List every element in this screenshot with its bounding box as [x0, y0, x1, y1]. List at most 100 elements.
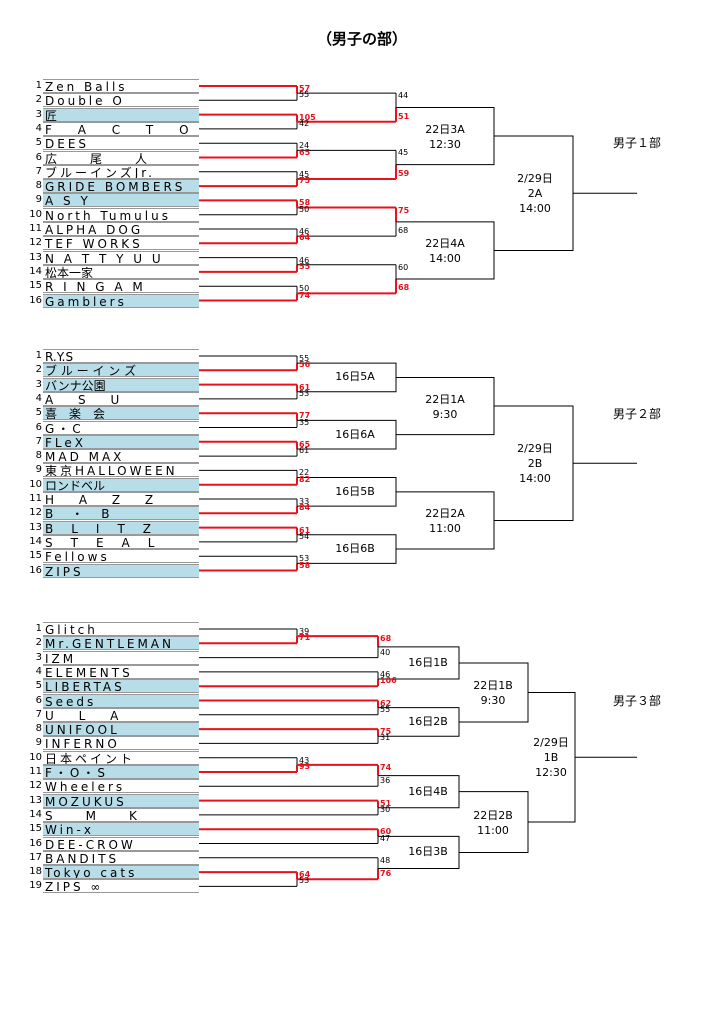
score: 53 — [299, 388, 310, 398]
score: 59 — [398, 168, 410, 178]
seed-number: 14 — [29, 808, 42, 820]
score: 105 — [299, 112, 316, 122]
score: 65 — [299, 147, 311, 157]
seed-number: 10 — [29, 751, 42, 763]
seed-number: 7 — [35, 435, 42, 447]
score: 46 — [380, 669, 391, 679]
seed-number: 6 — [35, 151, 42, 163]
seed-number: 13 — [29, 521, 42, 533]
seed-number: 7 — [35, 165, 42, 177]
seed-number: 12 — [29, 237, 42, 249]
seed-number: 17 — [29, 851, 42, 863]
team-name: TEF WORKS — [43, 236, 199, 251]
team-name: F A C T O R Y — [43, 121, 199, 136]
score: 93 — [299, 762, 311, 771]
team-name: B ・ B — [43, 506, 199, 521]
score: 51 — [398, 111, 410, 121]
seed-number: 1 — [35, 80, 42, 91]
score: 31 — [380, 733, 391, 743]
seed-number: 6 — [35, 421, 42, 433]
match-info: 16日6B — [335, 542, 375, 556]
score: 24 — [299, 141, 310, 151]
score: 76 — [380, 869, 392, 879]
score: 42 — [299, 118, 310, 128]
team-name: ブルーインズJr. — [43, 164, 199, 179]
score: 45 — [299, 169, 310, 179]
team-name: Mr.GENTLEMAN — [43, 636, 199, 651]
seed-number: 5 — [35, 407, 42, 419]
team-name: Glitch — [43, 622, 199, 636]
seed-number: 4 — [35, 392, 42, 404]
team-name: ALPHA DOG — [43, 222, 199, 236]
team-name: S M K — [43, 807, 199, 822]
score: 35 — [299, 417, 310, 427]
seed-number: 2 — [35, 637, 42, 649]
team-name: FLeX — [43, 434, 199, 449]
team-name: 喜 楽 会 — [43, 406, 199, 421]
match-info: 16日4B — [408, 784, 448, 798]
seed-number: 1 — [35, 350, 42, 361]
match-info: 22日3A 12:30 — [425, 123, 465, 152]
team-name: ロンドベル — [43, 477, 199, 492]
score: 106 — [380, 676, 397, 686]
score: 75 — [398, 205, 410, 215]
team-name: A S Y — [43, 193, 199, 208]
score: 48 — [380, 855, 391, 865]
match-info: 22日1A 9:30 — [425, 393, 465, 422]
score: 53 — [299, 876, 310, 886]
score: 44 — [398, 91, 409, 101]
team-name: UNIFOOL — [43, 722, 199, 737]
team-name: Wheelers — [43, 779, 199, 794]
score: 75 — [380, 727, 392, 737]
score: 43 — [299, 755, 310, 765]
seed-number: 9 — [35, 737, 42, 749]
seed-number: 2 — [35, 364, 42, 376]
score: 55 — [299, 261, 311, 271]
score: 46 — [299, 227, 310, 236]
score: 58 — [299, 560, 311, 570]
seed-number: 1 — [35, 623, 42, 634]
team-name: North Tumulus — [43, 207, 199, 222]
score: 75 — [299, 176, 311, 186]
score: 84 — [299, 503, 311, 513]
score: 47 — [380, 833, 391, 843]
score: 68 — [398, 283, 410, 293]
match-info: 2/29日 2B 14:00 — [517, 442, 553, 486]
score: 50 — [299, 204, 310, 214]
team-name: DEE-CROW — [43, 836, 199, 851]
seed-number: 12 — [29, 507, 42, 519]
team-name: A S U — [43, 391, 199, 406]
score: 61 — [299, 525, 311, 535]
seed-number: 3 — [35, 651, 42, 663]
score: 68 — [380, 634, 392, 644]
score: 82 — [299, 474, 311, 484]
score: 53 — [299, 554, 310, 564]
score: 61 — [299, 382, 311, 392]
seed-number: 13 — [29, 794, 42, 806]
seed-number: 16 — [29, 294, 42, 306]
seed-number: 15 — [29, 280, 42, 292]
score: 40 — [380, 647, 391, 657]
score: 55 — [299, 90, 310, 100]
score: 55 — [380, 704, 391, 714]
team-name: INFERNO — [43, 736, 199, 751]
score: 64 — [299, 870, 311, 880]
seed-number: 19 — [29, 880, 42, 892]
seed-number: 11 — [29, 766, 42, 777]
team-name: Tokyo cats — [43, 865, 199, 880]
score: 58 — [299, 198, 311, 208]
team-name: Fellows — [43, 549, 199, 564]
match-info: 22日2A 11:00 — [425, 507, 465, 536]
seed-number: 18 — [29, 866, 42, 878]
score: 51 — [380, 798, 392, 808]
seed-number: 8 — [35, 450, 42, 462]
team-name: 匠 — [43, 107, 199, 122]
seed-number: 8 — [35, 723, 42, 735]
seed-number: 4 — [35, 122, 42, 134]
match-info: 22日2B 11:00 — [473, 809, 513, 838]
seed-number: 3 — [35, 108, 42, 120]
team-name: MOZUKUS — [43, 793, 199, 808]
team-name: N A T T Y U U — [43, 250, 199, 265]
match-info: 16日5B — [335, 484, 375, 498]
team-name: ブ ル ー イ ン ズ — [43, 363, 199, 378]
